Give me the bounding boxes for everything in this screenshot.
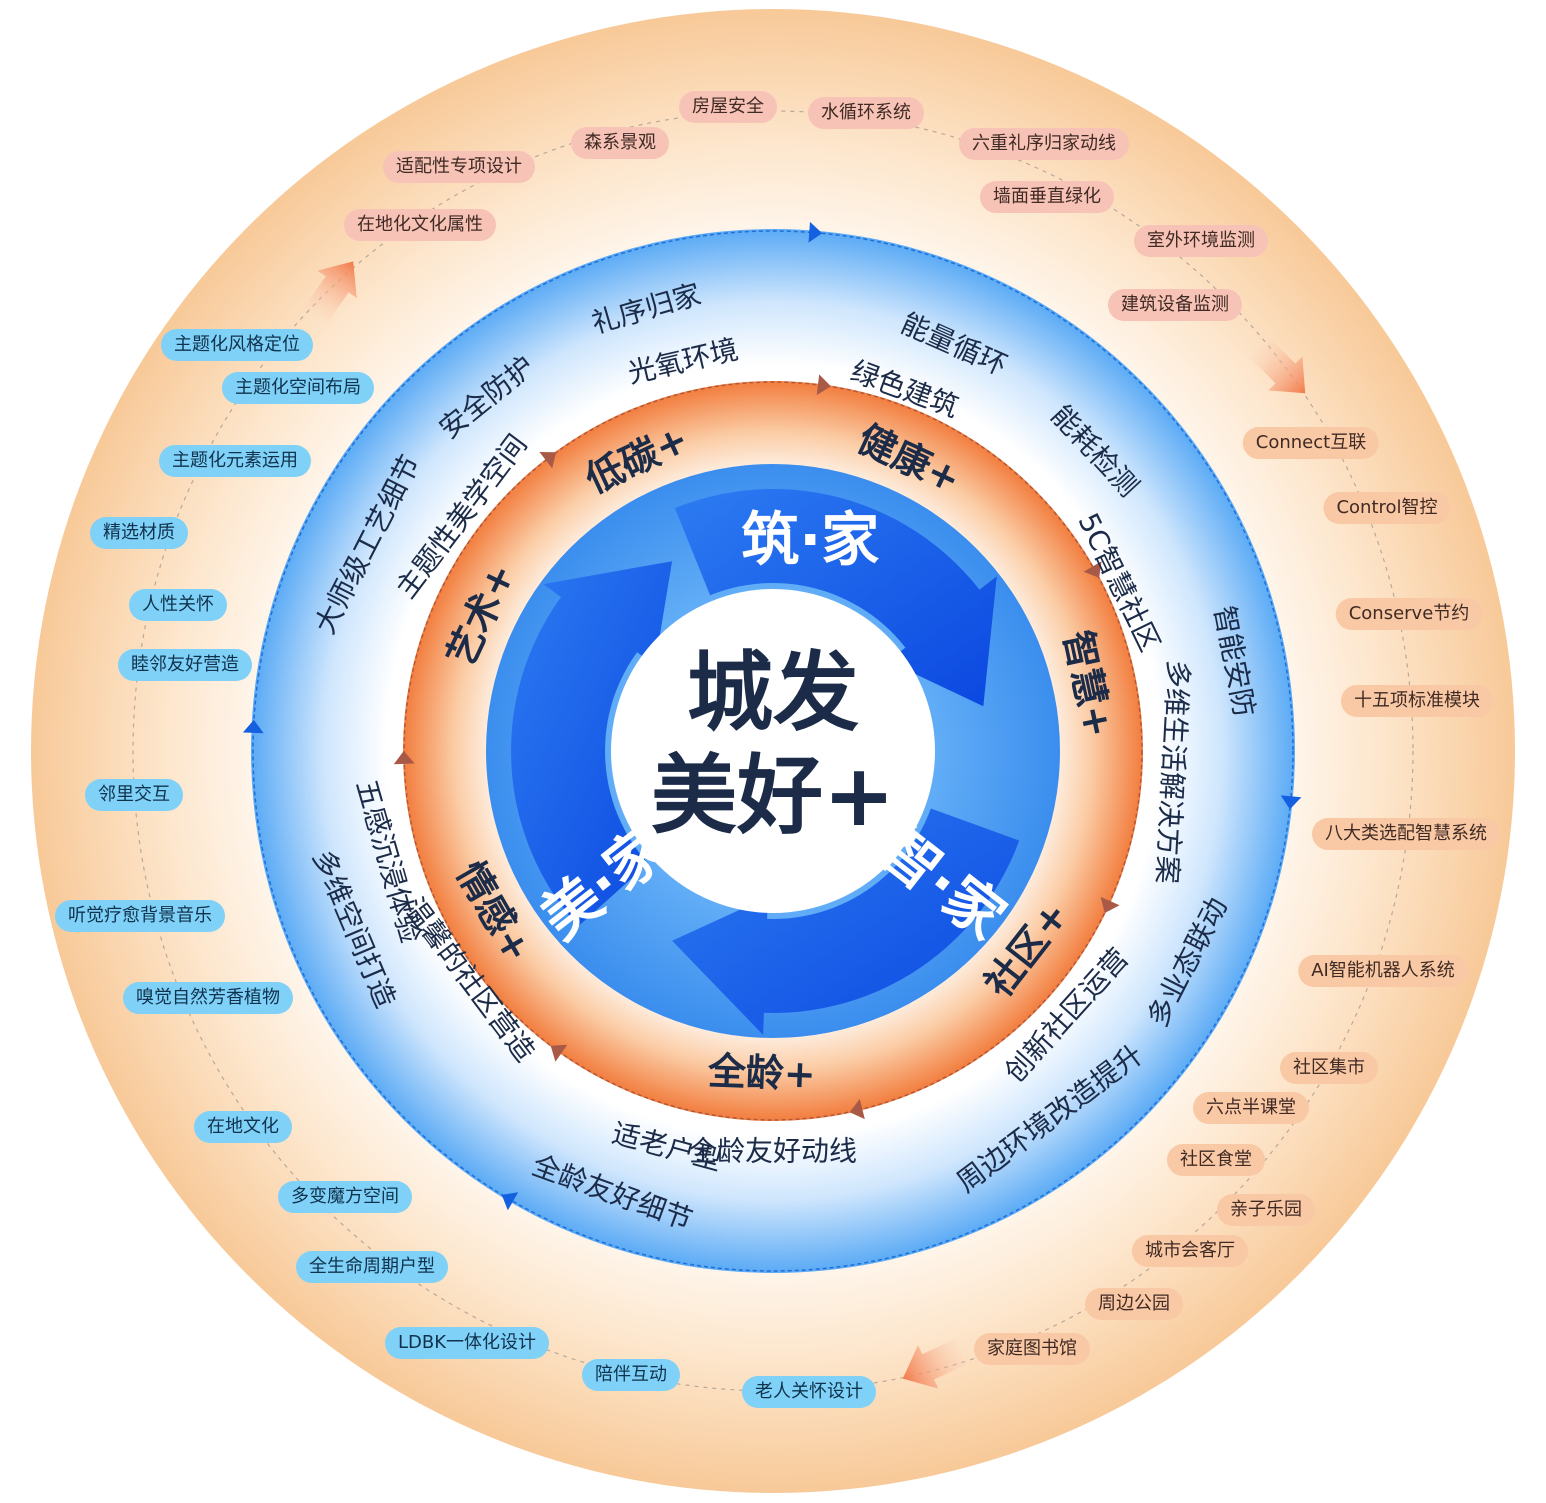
outer-tag: 社区食堂 — [1167, 1144, 1265, 1176]
outer-tag: 多变魔方空间 — [278, 1181, 412, 1213]
outer-tag: 六点半课堂 — [1193, 1092, 1309, 1124]
blue-ring-marker — [1280, 795, 1302, 810]
outer-tag: 精选材质 — [90, 517, 188, 549]
cycle-arrow-1 — [674, 489, 997, 707]
outer-tag: 主题化元素运用 — [159, 445, 311, 477]
outer-tag: 周边公园 — [1085, 1288, 1183, 1320]
outer-tag: 十五项标准模块 — [1341, 685, 1493, 717]
orange-ring-marker — [539, 452, 557, 469]
outer-tag: LDBK一体化设计 — [384, 1327, 550, 1359]
outer-tag: 人性关怀 — [129, 589, 227, 621]
outer-tag: 适配性专项设计 — [383, 151, 535, 183]
cycle-arrow-3 — [511, 561, 673, 927]
orange-ring-marker — [550, 1044, 568, 1062]
orange-ring-marker — [1100, 896, 1120, 913]
outer-tag: Control智控 — [1323, 492, 1451, 524]
outer-tag: 邻里交互 — [85, 779, 183, 811]
blue-ring-marker — [501, 1192, 519, 1211]
blue-ring-dashed-edge — [252, 230, 1294, 1272]
orange-ring-label: 全龄+ — [706, 1049, 816, 1097]
outer-tag: 在地文化 — [194, 1111, 292, 1143]
outer-tag: 主题化风格定位 — [161, 329, 313, 361]
outer-tag: 主题化空间布局 — [222, 372, 374, 404]
outer-tag: Connect互联 — [1242, 427, 1380, 459]
chevron-arrow-icon — [305, 261, 357, 322]
outer-tag: 六重礼序归家动线 — [959, 128, 1129, 160]
orange-ring-dashed-edge — [403, 381, 1143, 1121]
outer-tag: 八大类选配智慧系统 — [1312, 818, 1500, 850]
blue-ring-label: 全龄友好动线 — [689, 1135, 857, 1168]
chevron-arrow-icon — [902, 1338, 967, 1389]
outer-tag: 社区集市 — [1280, 1052, 1378, 1084]
outer-tag: 家庭图书馆 — [974, 1333, 1090, 1365]
ring-markers — [242, 221, 1302, 1211]
center-disc — [611, 589, 935, 913]
chevron-arrow-icon — [1250, 338, 1306, 394]
outer-tag: 室外环境监测 — [1134, 225, 1268, 257]
center-title-line1: 城发 — [687, 643, 859, 743]
core-label: 筑·家 — [741, 505, 879, 573]
outer-tag: 城市会客厅 — [1132, 1235, 1248, 1267]
orange-ring-marker — [1083, 561, 1102, 578]
outer-tag: 老人关怀设计 — [742, 1376, 876, 1408]
blue-ring-marker — [808, 221, 823, 243]
outer-tag: 在地化文化属性 — [344, 209, 496, 241]
outer-tag: 亲子乐园 — [1217, 1194, 1315, 1226]
outer-chevrons — [305, 261, 1306, 1389]
outer-tag: AI智能机器人系统 — [1298, 955, 1468, 987]
outer-tag: 森系景观 — [571, 127, 669, 159]
blue-ring-marker — [242, 719, 264, 734]
orange-ring-marker — [816, 374, 831, 396]
outer-tag: Conserve节约 — [1335, 598, 1483, 630]
orange-ring-marker — [849, 1098, 865, 1120]
outer-tag: 嗅觉自然芳香植物 — [123, 982, 293, 1014]
outer-tag: 陪伴互动 — [582, 1359, 680, 1391]
outer-tag: 建筑设备监测 — [1108, 289, 1242, 321]
cycle-arrows — [511, 489, 1020, 1035]
cycle-arrow-2 — [672, 808, 1020, 1035]
outer-tag: 房屋安全 — [679, 91, 777, 123]
outer-tag: 听觉疗愈背景音乐 — [55, 900, 225, 932]
outer-tag: 睦邻友好营造 — [118, 649, 252, 681]
orange-ring-marker — [393, 750, 415, 765]
outer-tag: 水循环系统 — [808, 97, 924, 129]
center-title-line2: 美好+ — [651, 746, 895, 846]
outer-tag: 全生命周期户型 — [296, 1251, 448, 1283]
outer-tag: 墙面垂直绿化 — [980, 181, 1114, 213]
